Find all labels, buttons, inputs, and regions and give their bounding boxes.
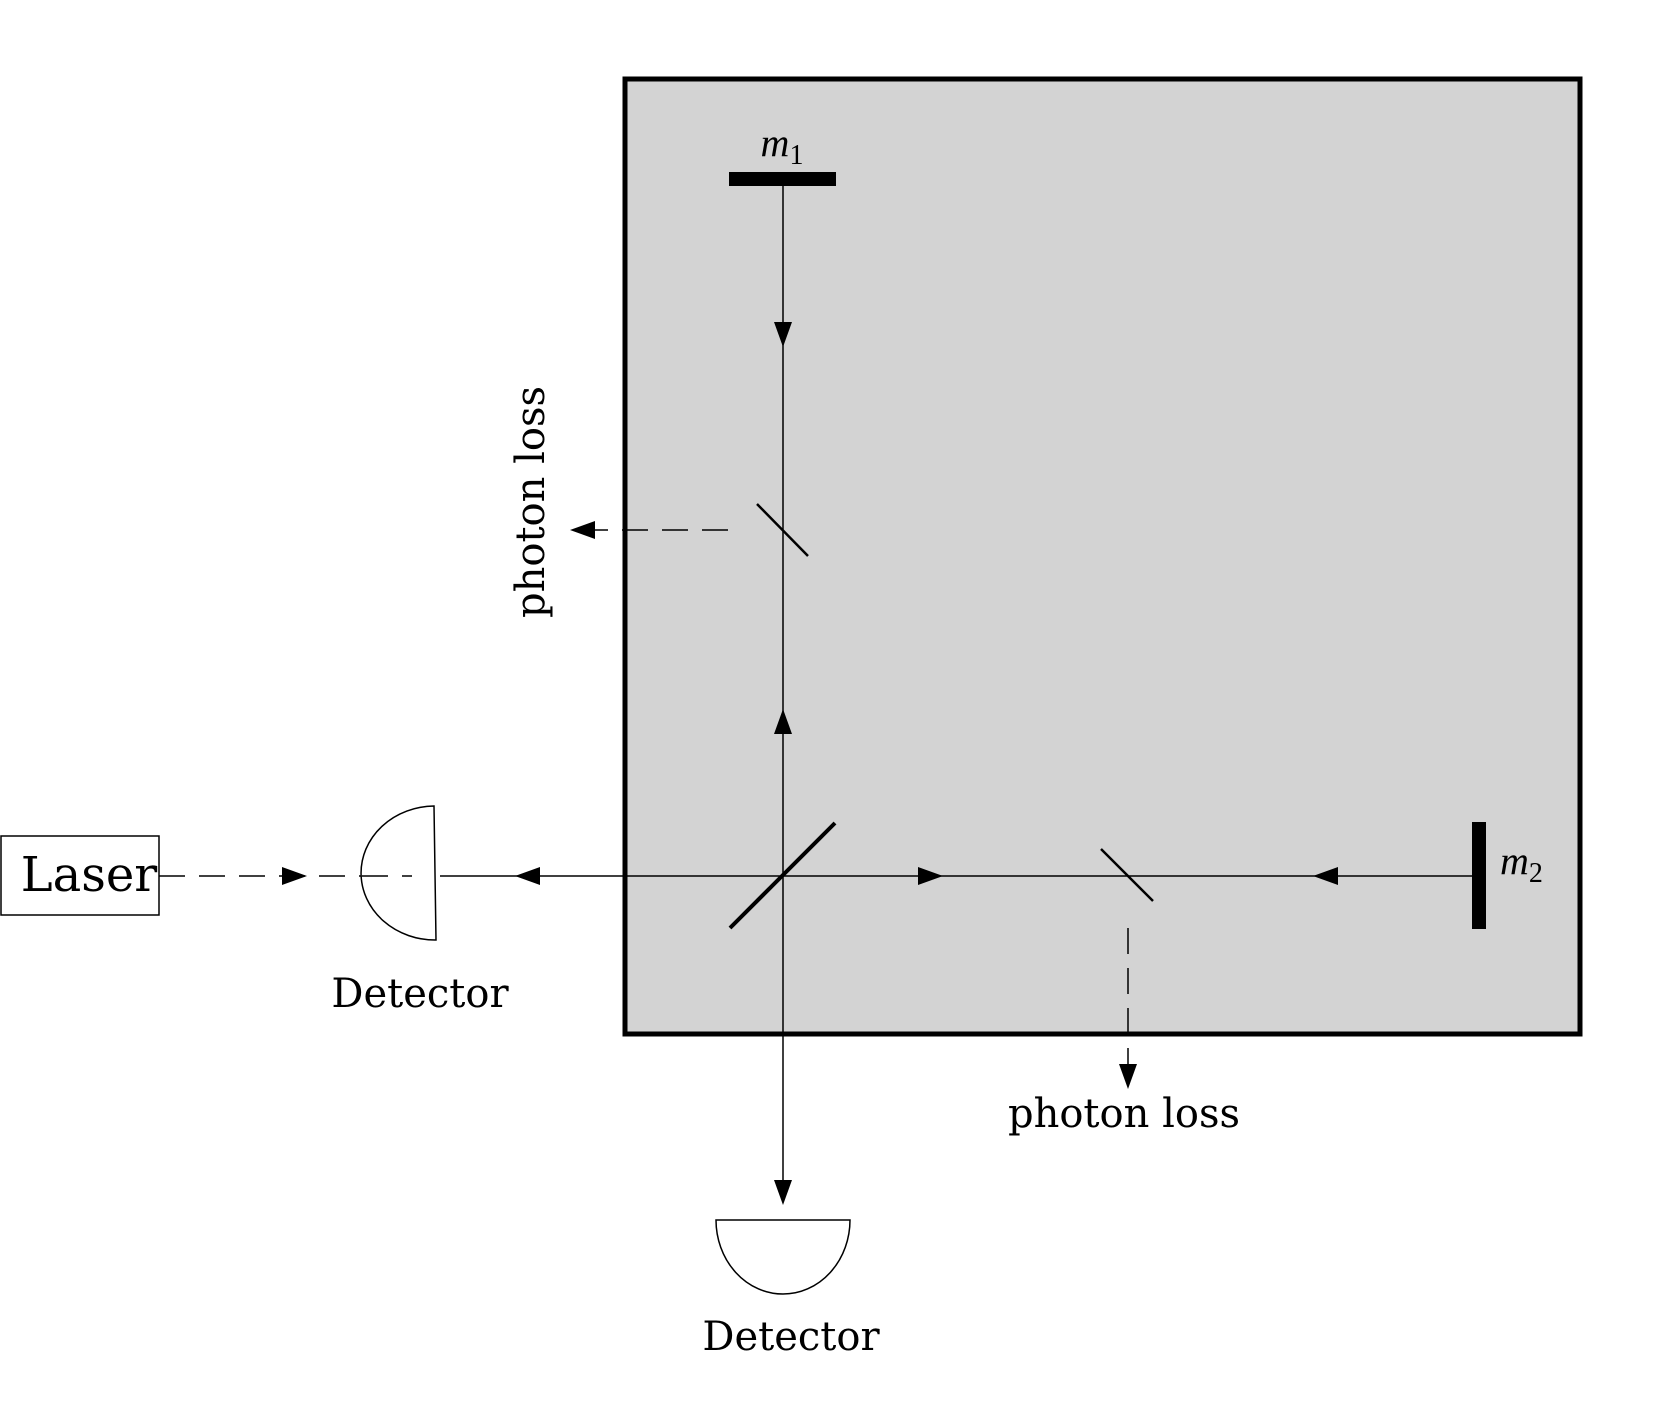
mirror-m1 xyxy=(729,172,836,186)
laser-label: Laser xyxy=(21,847,158,903)
mirror-m1-label-sub: 1 xyxy=(789,140,803,171)
bottom-detector xyxy=(715,1219,851,1295)
left-detector xyxy=(360,805,437,941)
mirror-m1-label-base: m xyxy=(761,120,790,165)
photon-loss-bottom-arrowhead xyxy=(1119,1064,1137,1089)
arrow-down-to-bottom-detector xyxy=(774,1180,792,1205)
photon-loss-vertical-arrowhead xyxy=(570,521,595,539)
loss-splitter-vertical-arm xyxy=(756,503,809,557)
laser-beam-arrowhead xyxy=(282,867,307,885)
mirror-m2-label-base: m xyxy=(1500,838,1529,883)
mirror-m2-label: m2 xyxy=(1500,838,1543,889)
photon-loss-bottom-label: photon loss xyxy=(1008,1091,1240,1137)
main-beam-splitter xyxy=(728,821,837,930)
arrow-down-from-m1 xyxy=(774,322,792,347)
laser-box xyxy=(0,835,160,916)
left-detector-label: Detector xyxy=(331,971,509,1017)
arrow-left-from-m2 xyxy=(1313,867,1338,885)
mirror-m2-label-sub: 2 xyxy=(1529,858,1543,889)
arrow-to-left-detector xyxy=(515,867,540,885)
loss-splitter-horizontal-arm xyxy=(1100,848,1154,902)
arrow-up-from-splitter xyxy=(774,709,792,734)
mirror-m2 xyxy=(1472,822,1486,929)
arrow-right-from-splitter xyxy=(918,867,943,885)
bottom-detector-label: Detector xyxy=(702,1314,880,1360)
photon-loss-vertical-label: photon loss xyxy=(508,386,554,618)
mirror-m1-label: m1 xyxy=(761,120,804,171)
